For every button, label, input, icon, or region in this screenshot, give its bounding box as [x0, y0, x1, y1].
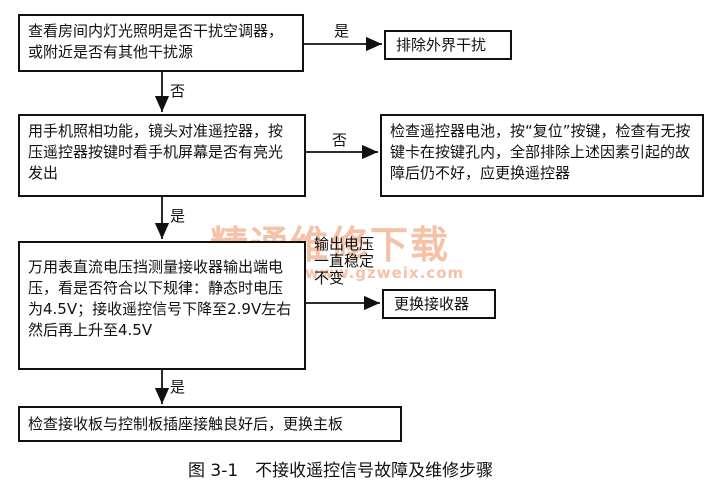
label-no-lighting: 否 [170, 82, 186, 100]
step-remove-interference-text: 排除外界干扰 [396, 36, 487, 54]
step-check-remote-battery: 检查遥控器电池，按“复位”按键，检查有无按键卡在按键孔内，全部排除上述因素引起的… [380, 114, 704, 197]
step-check-lighting-text: 查看房间内灯光照明是否干扰空调器，或附近是否有其他干扰源 [28, 22, 284, 61]
step-check-remote-battery-text: 检查遥控器电池，按“复位”按键，检查有无按键卡在按键孔内，全部排除上述因素引起的… [390, 122, 691, 182]
step-replace-mainboard-text: 检查接收板与控制板插座接触良好后，更换主板 [28, 415, 344, 433]
step-phone-camera-test: 用手机照相功能，镜头对准遥控器，按压遥控器按键时看手机屏幕是否有亮光发出 [18, 114, 306, 197]
step-replace-receiver: 更换接收器 [382, 289, 496, 319]
step-remove-interference: 排除外界干扰 [384, 30, 512, 60]
label-yes-lighting: 是 [334, 22, 350, 40]
step-measure-receiver-voltage: 万用表直流电压挡测量接收器输出端电压，看是否符合以下规律：静态时电压为4.5V；… [18, 241, 306, 370]
label-voltage-steady: 输出电压一直稳定不变 [314, 235, 375, 287]
step-replace-receiver-text: 更换接收器 [394, 295, 470, 313]
label-yes-voltage: 是 [170, 378, 186, 396]
step-phone-camera-test-text: 用手机照相功能，镜头对准遥控器，按压遥控器按键时看手机屏幕是否有亮光发出 [28, 122, 284, 182]
step-check-lighting: 查看房间内灯光照明是否干扰空调器，或附近是否有其他干扰源 [18, 14, 304, 72]
label-no-camera: 否 [332, 131, 348, 149]
label-yes-camera: 是 [170, 207, 186, 225]
watermark-url: www.gzweix.com [305, 264, 465, 282]
figure-caption: 图 3-1 不接收遥控信号故障及维修步骤 [188, 461, 494, 481]
step-measure-receiver-voltage-text: 万用表直流电压挡测量接收器输出端电压，看是否符合以下规律：静态时电压为4.5V；… [28, 258, 292, 339]
step-replace-mainboard: 检查接收板与控制板插座接触良好后，更换主板 [18, 406, 402, 442]
